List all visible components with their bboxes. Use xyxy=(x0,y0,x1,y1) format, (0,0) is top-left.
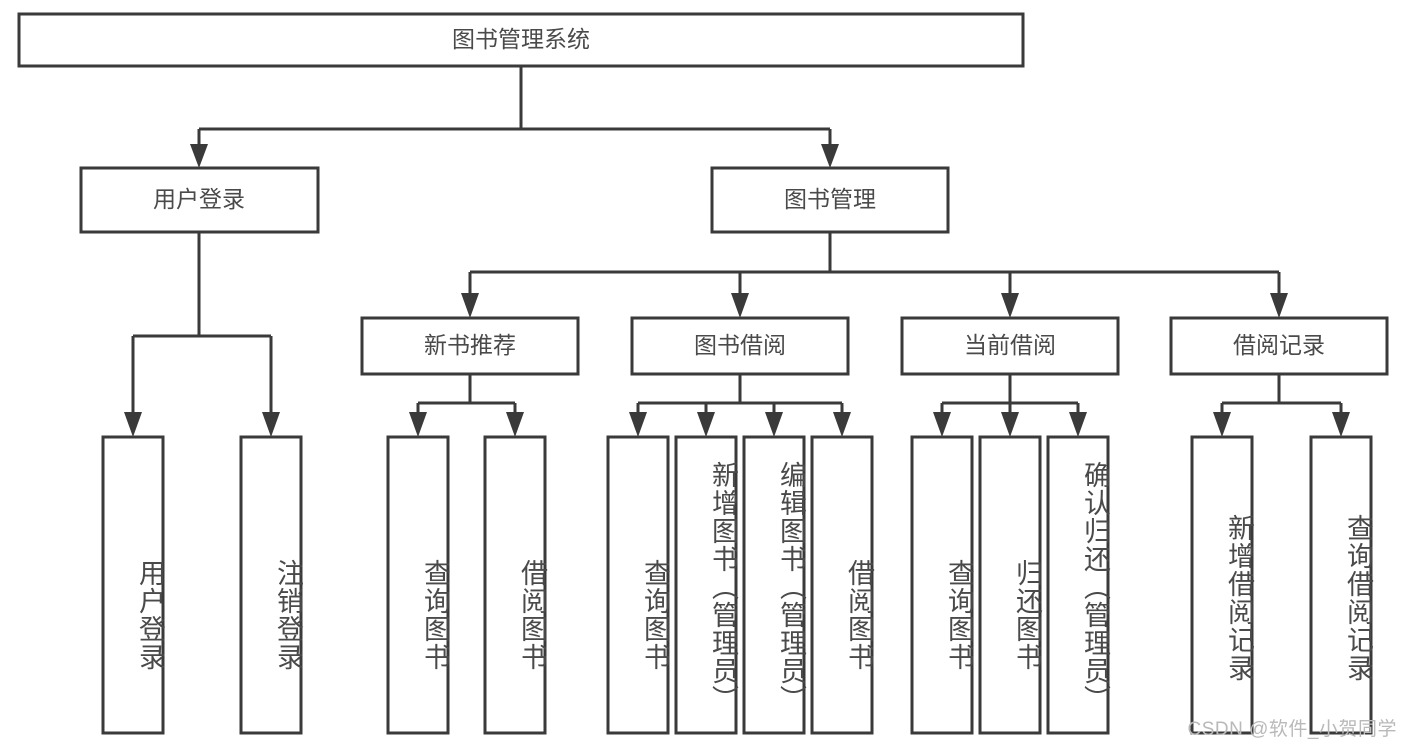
arrowhead-to-book-manage xyxy=(821,144,839,168)
borrow-record-label: 借阅记录 xyxy=(1233,332,1325,358)
connector-current-borrow-to-leaves xyxy=(933,374,1087,437)
user-login-label: 用户登录 xyxy=(153,186,245,212)
leaf-box-query-book-3[interactable] xyxy=(910,435,974,735)
leaf-box-user-logout[interactable] xyxy=(239,435,303,735)
new-book-rec-label: 新书推荐 xyxy=(424,332,516,358)
book-borrow-box[interactable] xyxy=(630,316,850,376)
connector-user-login-to-leaves xyxy=(124,232,280,437)
book-manage-box[interactable] xyxy=(710,166,950,234)
leaf-box-edit-book[interactable] xyxy=(742,435,806,735)
node-book-manage[interactable]: 图书管理 xyxy=(710,166,950,234)
current-borrow-label: 当前借阅 xyxy=(964,332,1056,358)
connector-root-to-level2 xyxy=(190,66,839,168)
leaf-box-borrow-book-2[interactable] xyxy=(810,435,874,735)
leaf-box-borrow-book-1[interactable] xyxy=(483,435,547,735)
leaf-box-query-record[interactable] xyxy=(1309,435,1373,735)
book-manage-label: 图书管理 xyxy=(784,186,876,212)
leaf-box-confirm-return[interactable] xyxy=(1046,435,1110,735)
node-user-login[interactable]: 用户登录 xyxy=(79,166,320,234)
current-borrow-box[interactable] xyxy=(900,316,1120,376)
leaf-box-query-book-1[interactable] xyxy=(386,435,450,735)
root-box[interactable] xyxy=(17,12,1025,68)
root-label: 图书管理系统 xyxy=(452,26,590,52)
node-root[interactable]: 图书管理系统 xyxy=(17,12,1025,68)
node-borrow-record[interactable]: 借阅记录 xyxy=(1169,316,1389,376)
leaf-box-add-record[interactable] xyxy=(1190,435,1254,735)
new-book-rec-box[interactable] xyxy=(360,316,580,376)
book-borrow-label: 图书借阅 xyxy=(694,332,786,358)
connector-new-book-rec-to-leaves xyxy=(409,374,524,437)
leaf-box-user-login[interactable] xyxy=(101,435,165,735)
arrowhead-to-user-login xyxy=(190,144,208,168)
leaf-box-query-book-2[interactable] xyxy=(606,435,670,735)
connector-book-manage-to-level3 xyxy=(461,232,1288,318)
node-book-borrow[interactable]: 图书借阅 xyxy=(630,316,850,376)
node-current-borrow[interactable]: 当前借阅 xyxy=(900,316,1120,376)
node-new-book-rec[interactable]: 新书推荐 xyxy=(360,316,580,376)
leaf-box-return-book[interactable] xyxy=(978,435,1042,735)
connector-borrow-record-to-leaves xyxy=(1213,374,1350,437)
borrow-record-box[interactable] xyxy=(1169,316,1389,376)
csdn-watermark: CSDN @软件_小贺同学 xyxy=(1187,719,1397,740)
connector-book-borrow-to-leaves xyxy=(629,374,851,437)
leaf-box-add-book[interactable] xyxy=(674,435,738,735)
